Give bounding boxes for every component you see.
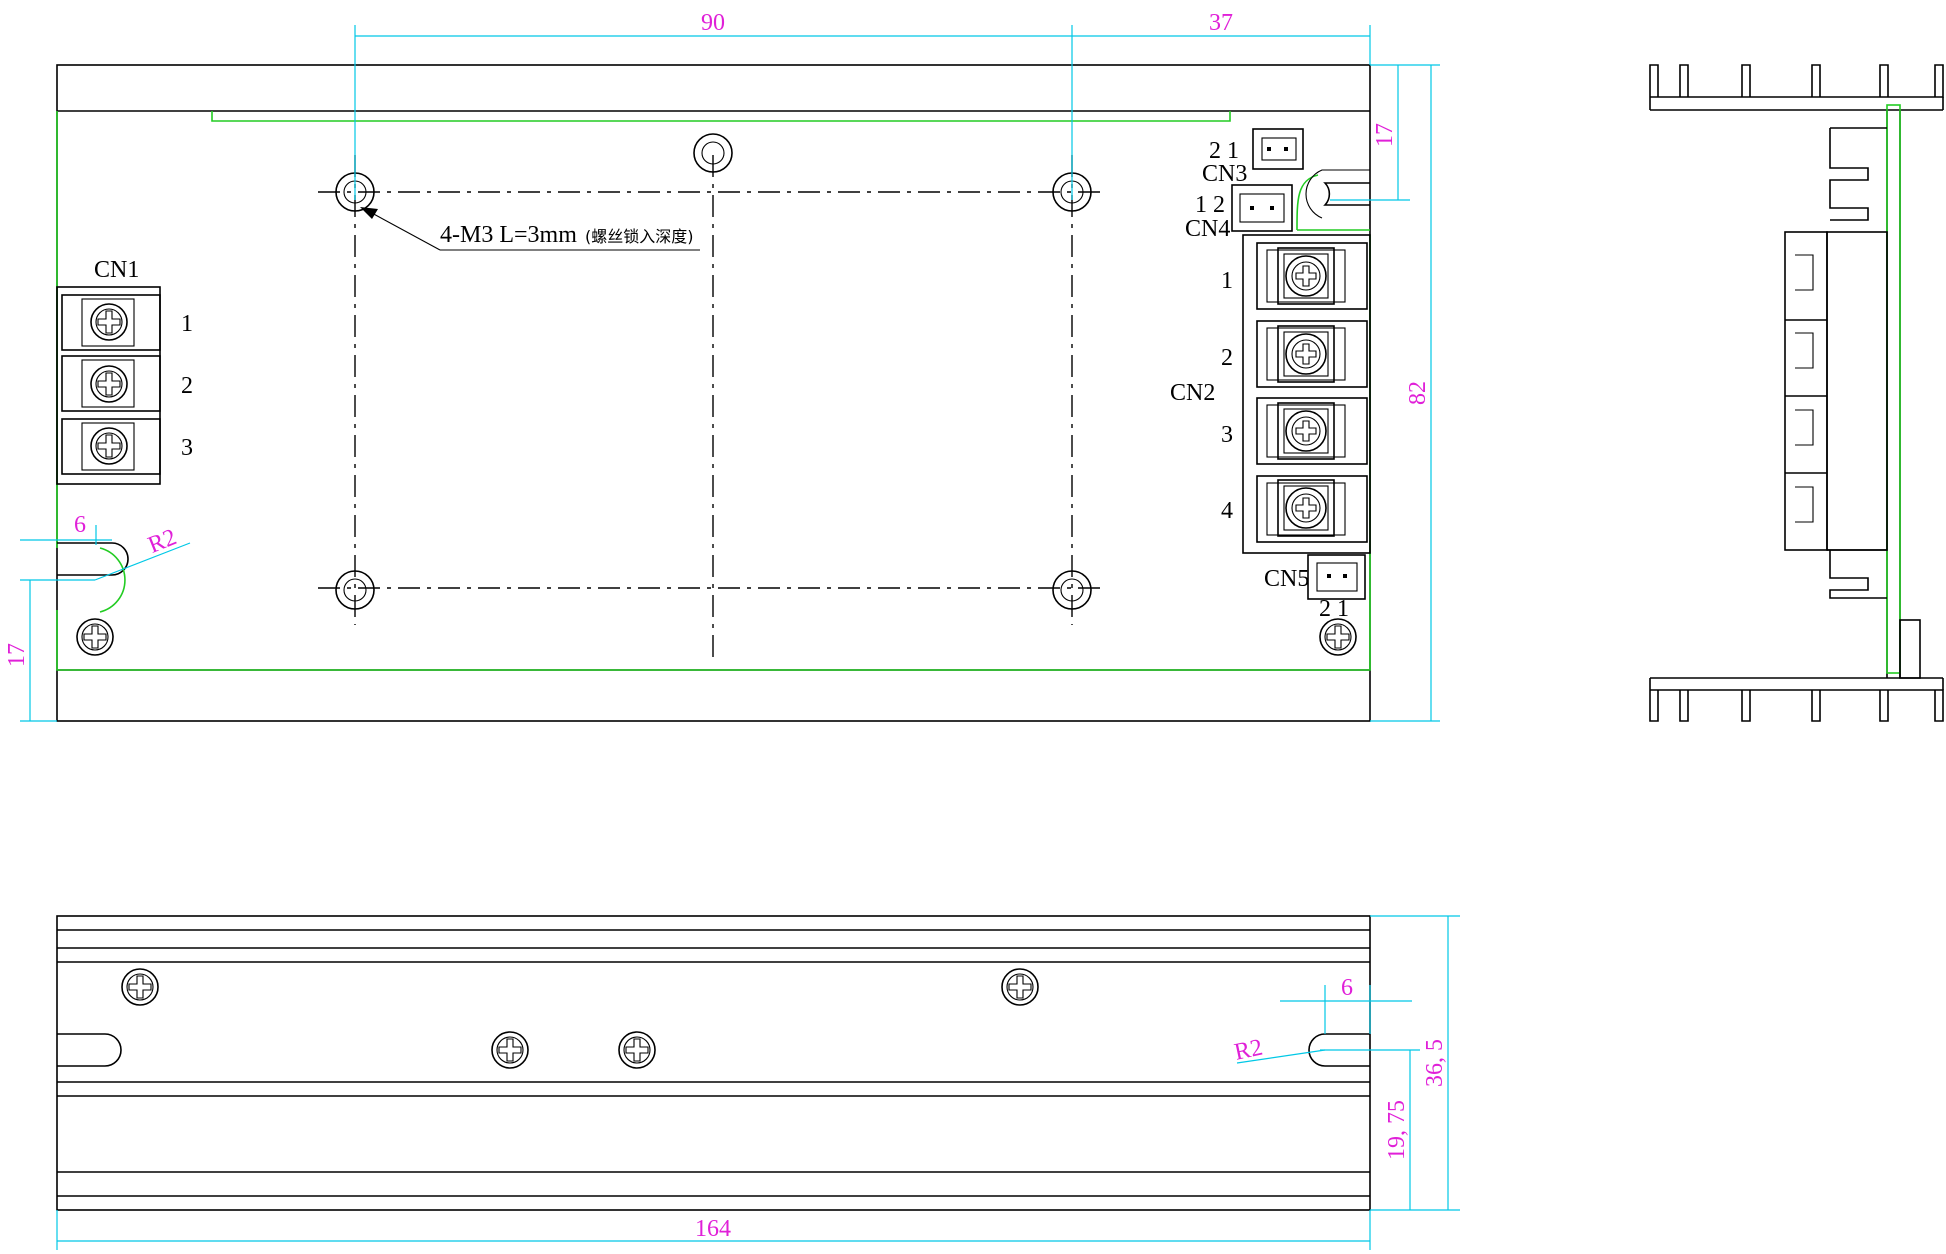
- dim-17-left: 17: [4, 643, 30, 667]
- screw-icon: [1277, 479, 1335, 537]
- cn2-label: CN2: [1170, 380, 1215, 406]
- cn2-terminal-3: [1256, 397, 1368, 465]
- cn2-pin-4: 4: [1221, 498, 1233, 524]
- dim-19-75: 19, 75: [1384, 1100, 1410, 1160]
- screw-icon: [1319, 618, 1357, 656]
- cn4-pins: 1 2: [1195, 192, 1225, 218]
- cn2-terminal-1: [1256, 242, 1368, 310]
- cn5-connector: [1307, 554, 1366, 600]
- cn1-terminal-2: [61, 355, 161, 412]
- cn1-pin-2: 2: [181, 373, 193, 399]
- cn2-pin-2: 2: [1221, 345, 1233, 371]
- cn2-terminal-4: [1256, 475, 1368, 543]
- cn1-label: CN1: [94, 257, 139, 283]
- mount-hole-note-detail: (螺丝锁入深度): [585, 227, 694, 246]
- screw-icon: [618, 1031, 656, 1069]
- cn1-connector: [56, 286, 161, 485]
- screw-icon: [90, 427, 128, 465]
- bottom-view-dimensions: 36, 5 19, 75 6 R2 164: [56, 915, 1460, 1250]
- cn2-terminal-2: [1256, 320, 1368, 388]
- cn2-connector: [1242, 234, 1371, 554]
- cn4-label: CN4: [1185, 216, 1230, 242]
- cn2-pin-1: 1: [1221, 268, 1233, 294]
- cn2-pin-3: 3: [1221, 422, 1233, 448]
- cn3-connector: [1252, 128, 1304, 170]
- bottom-view: [56, 915, 1371, 1211]
- screw-icon: [90, 303, 128, 341]
- left-slot: [57, 542, 129, 576]
- screw-icon: [121, 968, 159, 1006]
- cn1-terminal-3: [61, 418, 161, 475]
- side-view: [1649, 64, 1944, 722]
- screw-icon: [1277, 247, 1335, 305]
- screw-icon: [90, 365, 128, 403]
- bottom-left-slot: [57, 1033, 122, 1067]
- cn3-label: CN3: [1202, 161, 1247, 187]
- screw-icon: [1277, 402, 1335, 460]
- screw-icon: [1001, 968, 1039, 1006]
- mount-hole-note: 4-M3 L=3mm: [440, 222, 577, 248]
- cn1-pin-3: 3: [181, 435, 193, 461]
- cn5-label: CN5: [1264, 566, 1309, 592]
- dim-r2-bottom: R2: [1232, 1035, 1265, 1066]
- top-view-dimensions: 90 37 17 82 6 R2 17: [4, 10, 1440, 722]
- top-view: 4-M3 L=3mm (螺丝锁入深度) CN1 1 2 3: [56, 64, 1371, 722]
- bottom-view-outline: [56, 915, 1371, 1211]
- dim-37: 37: [1209, 10, 1233, 36]
- dim-36-5: 36, 5: [1422, 1039, 1448, 1087]
- dim-6-bottom: 6: [1341, 975, 1353, 1001]
- cn4-connector: [1231, 184, 1293, 232]
- screw-icon: [76, 618, 114, 656]
- dim-6-left: 6: [74, 512, 86, 538]
- cn1-terminal-1: [61, 294, 161, 351]
- dim-90: 90: [701, 10, 725, 36]
- dim-82: 82: [1405, 381, 1431, 405]
- cn3-pins: 2 1: [1209, 138, 1239, 164]
- screw-icon: [1277, 325, 1335, 383]
- dim-17-right: 17: [1372, 123, 1398, 147]
- cn5-pins: 2 1: [1319, 596, 1349, 622]
- screw-icon: [491, 1031, 529, 1069]
- dim-r2-left: R2: [145, 524, 181, 559]
- bottom-right-slot: [1308, 1033, 1370, 1067]
- cn1-pin-1: 1: [181, 311, 193, 337]
- dim-164: 164: [695, 1216, 731, 1242]
